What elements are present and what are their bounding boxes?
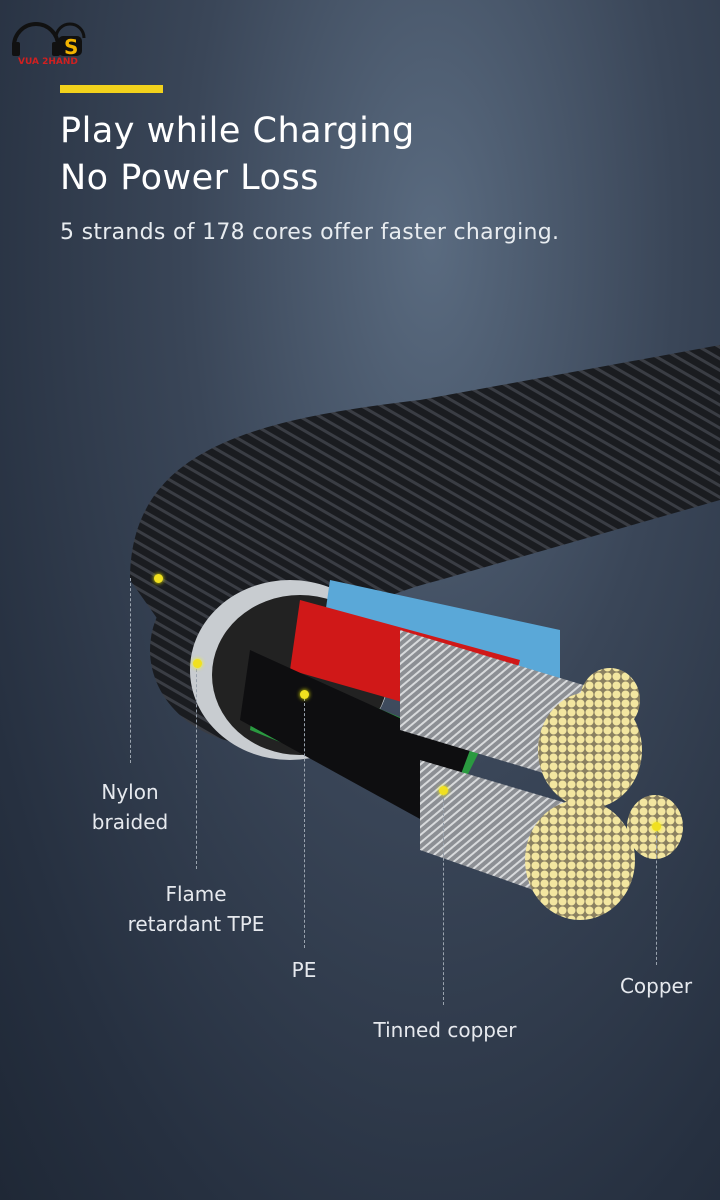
label-flame-retardant-tpe: Flame retardant TPE — [116, 879, 276, 939]
pe-marker-dot — [300, 690, 309, 699]
label-nylon-line-2: braided — [91, 810, 169, 834]
nylon-marker-dot — [154, 574, 163, 583]
label-tinned-copper: Tinned copper — [373, 1018, 517, 1042]
headline-line-1: Play while Charging — [60, 111, 415, 151]
headline: Play while Charging No Power Loss — [60, 108, 415, 202]
vua-2hand-logo: S VUA 2HAND — [12, 22, 86, 66]
label-nylon-line-1: Nylon — [101, 780, 159, 804]
tpe-marker-dot — [193, 659, 202, 668]
label-flame-line-1: Flame — [165, 882, 227, 906]
tpe-leader-line — [196, 664, 197, 869]
headline-line-2: No Power Loss — [60, 158, 319, 198]
accent-bar — [60, 85, 163, 93]
subtitle: 5 strands of 178 cores offer faster char… — [60, 220, 560, 245]
nylon-leader-line — [130, 578, 131, 763]
cable-cross-section-illustration — [130, 345, 720, 920]
tinned-leader-line — [443, 793, 444, 1005]
svg-text:VUA 2HAND: VUA 2HAND — [18, 57, 78, 66]
label-pe: PE — [291, 958, 317, 982]
pe-leader-line — [304, 698, 305, 948]
svg-text:S: S — [64, 35, 78, 59]
label-nylon-braided: Nylon braided — [80, 777, 180, 837]
label-flame-line-2: retardant TPE — [127, 912, 265, 936]
copper-marker-dot — [652, 822, 661, 831]
tinned-marker-dot — [439, 786, 448, 795]
label-copper: Copper — [619, 974, 693, 998]
copper-leader-line — [656, 830, 657, 965]
